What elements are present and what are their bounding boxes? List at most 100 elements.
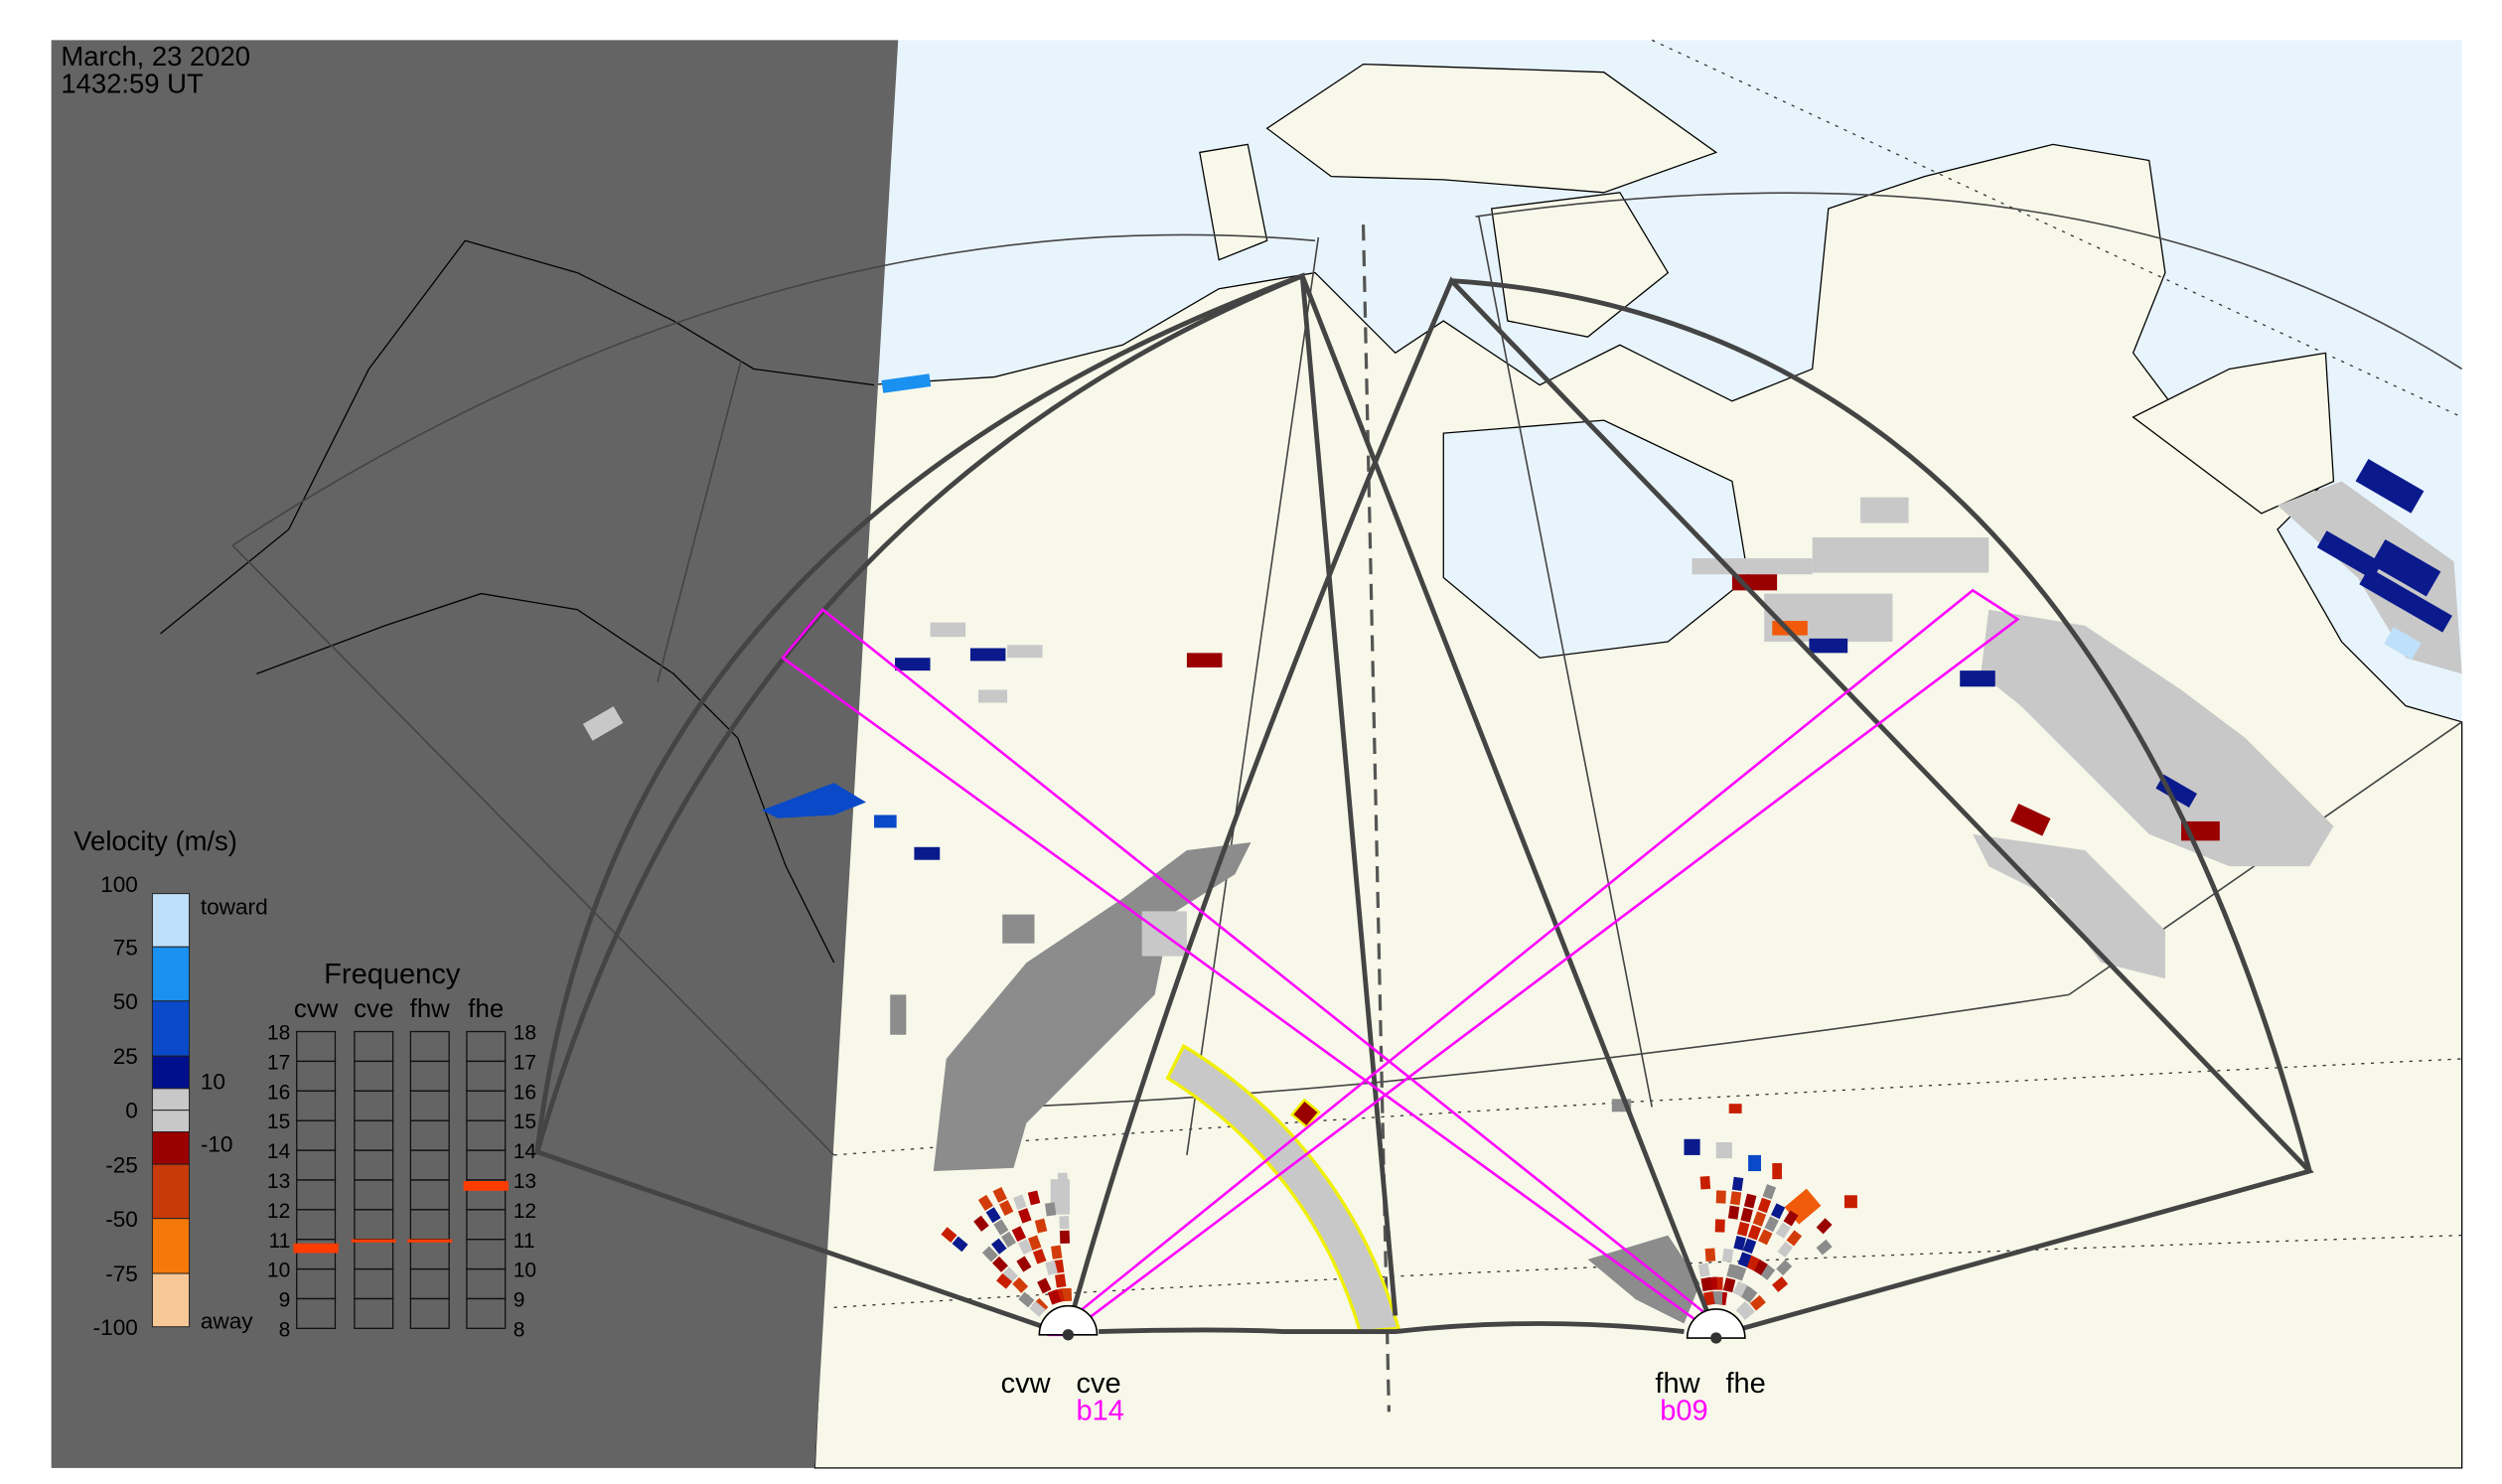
range-cell xyxy=(1776,1260,1793,1276)
frequency-tick-right: 16 xyxy=(514,1081,536,1104)
range-cell xyxy=(1715,1190,1726,1204)
colorbar-segment xyxy=(151,946,191,1002)
range-cell xyxy=(992,1187,1007,1203)
range-cell xyxy=(981,1246,998,1262)
colorbar-tick-label: 0 xyxy=(125,1099,138,1123)
colorbar-segment xyxy=(151,1218,191,1274)
range-cell xyxy=(1011,1226,1027,1243)
frequency-tick-right: 12 xyxy=(514,1200,536,1223)
frequency-tick-right: 17 xyxy=(514,1051,536,1074)
label-beam-east: b09 xyxy=(1660,1395,1707,1426)
range-cell xyxy=(1737,1252,1752,1267)
range-cell xyxy=(1759,1263,1776,1280)
range-cell xyxy=(1047,1289,1062,1305)
frequency-bin xyxy=(409,1297,450,1329)
boundary-arc xyxy=(231,233,1316,546)
range-cell xyxy=(1059,1216,1070,1230)
time-label: 1432:59 UT xyxy=(61,69,204,99)
range-cell xyxy=(977,1194,993,1211)
frequency-marker-fhe xyxy=(463,1181,509,1191)
range-cell xyxy=(1061,1287,1073,1302)
boundary-line xyxy=(1186,236,1320,1156)
range-cell xyxy=(1757,1197,1772,1214)
range-cell xyxy=(1027,1190,1041,1206)
range-cell xyxy=(1057,1172,1069,1186)
range-cell xyxy=(1059,1230,1071,1244)
radar-site-fh xyxy=(1686,1308,1746,1344)
boundary-line xyxy=(231,544,835,1156)
date-label: March, 23 2020 xyxy=(61,41,250,72)
land-island xyxy=(1199,143,1268,261)
range-cell xyxy=(1016,1256,1032,1272)
frequency-radar-label: cve xyxy=(354,995,393,1023)
colorbar-tick-label: -50 xyxy=(105,1207,138,1232)
range-cell xyxy=(1733,1235,1746,1251)
range-cell xyxy=(993,1219,1009,1236)
range-cell xyxy=(1037,1277,1052,1294)
range-cell xyxy=(1777,1241,1794,1259)
frequency-tick-left: 12 xyxy=(267,1200,290,1223)
boundary-line xyxy=(657,361,742,682)
colorbar-segment xyxy=(151,1110,191,1132)
range-cell xyxy=(1752,1211,1767,1227)
label-fhw: fhw xyxy=(1655,1368,1700,1400)
frequency-radar-label: cvw xyxy=(294,995,339,1023)
frequency-title: Frequency xyxy=(324,959,461,990)
frequency-tick-left: 10 xyxy=(267,1260,290,1282)
colorbar-segment xyxy=(151,1000,191,1057)
fov-cv-arc xyxy=(534,273,1304,1152)
land-mainland xyxy=(813,143,2463,1469)
range-cell xyxy=(1700,1276,1713,1292)
colorbar-segment xyxy=(151,1163,191,1220)
fh-near-range-cells xyxy=(1697,1175,1833,1320)
range-cell xyxy=(1000,1231,1017,1248)
range-cell xyxy=(1697,1262,1710,1277)
boundary-arc xyxy=(1475,192,2463,371)
range-cell xyxy=(991,1238,1007,1255)
colorbar-segment xyxy=(151,1088,191,1112)
range-cell xyxy=(973,1215,989,1232)
frequency-tick-right: 18 xyxy=(514,1022,536,1045)
colorbar-segment xyxy=(151,1272,191,1328)
range-cell xyxy=(1002,1266,1019,1283)
range-cell xyxy=(1726,1263,1739,1279)
range-cell xyxy=(1722,1277,1736,1293)
night-shading xyxy=(51,40,899,1468)
range-cell xyxy=(1816,1239,1833,1256)
label-fhe: fhe xyxy=(1725,1368,1765,1400)
range-cell xyxy=(1018,1208,1032,1224)
colorbar-tick-label: -75 xyxy=(105,1261,138,1286)
range-cell xyxy=(992,1256,1008,1272)
label-beam-west: b14 xyxy=(1076,1395,1123,1426)
frequency-tick-left: 13 xyxy=(267,1170,290,1193)
range-cell xyxy=(1013,1194,1027,1210)
frequency-marker-cve xyxy=(351,1239,396,1243)
coastline xyxy=(256,592,835,964)
range-cell xyxy=(1758,1229,1773,1246)
range-cell xyxy=(1749,1294,1766,1311)
range-cell xyxy=(1735,1300,1752,1317)
range-cell xyxy=(998,1200,1014,1216)
frequency-tick-left: 16 xyxy=(267,1081,290,1104)
label-cvw: cvw xyxy=(1001,1368,1052,1400)
frequency-tick-left: 9 xyxy=(279,1289,291,1312)
range-cell xyxy=(1012,1276,1029,1293)
range-cell xyxy=(1721,1248,1734,1262)
boundary-arc xyxy=(1010,993,2070,1109)
range-cell xyxy=(1018,1291,1035,1308)
range-cell xyxy=(1772,1276,1789,1292)
frequency-radar-label: fhe xyxy=(468,995,504,1023)
latitude-line xyxy=(833,1058,2462,1156)
colorbar-tick-label: 25 xyxy=(113,1044,138,1069)
boundary-line xyxy=(1478,216,1653,1108)
frequency-tick-left: 8 xyxy=(279,1318,291,1341)
range-cell xyxy=(1712,1291,1723,1305)
colorbar-segment xyxy=(151,1055,191,1090)
frequency-radar-label: fhw xyxy=(410,995,451,1023)
range-cell xyxy=(1747,1225,1762,1241)
range-cell xyxy=(1786,1230,1803,1247)
frequency-bin xyxy=(466,1297,507,1329)
